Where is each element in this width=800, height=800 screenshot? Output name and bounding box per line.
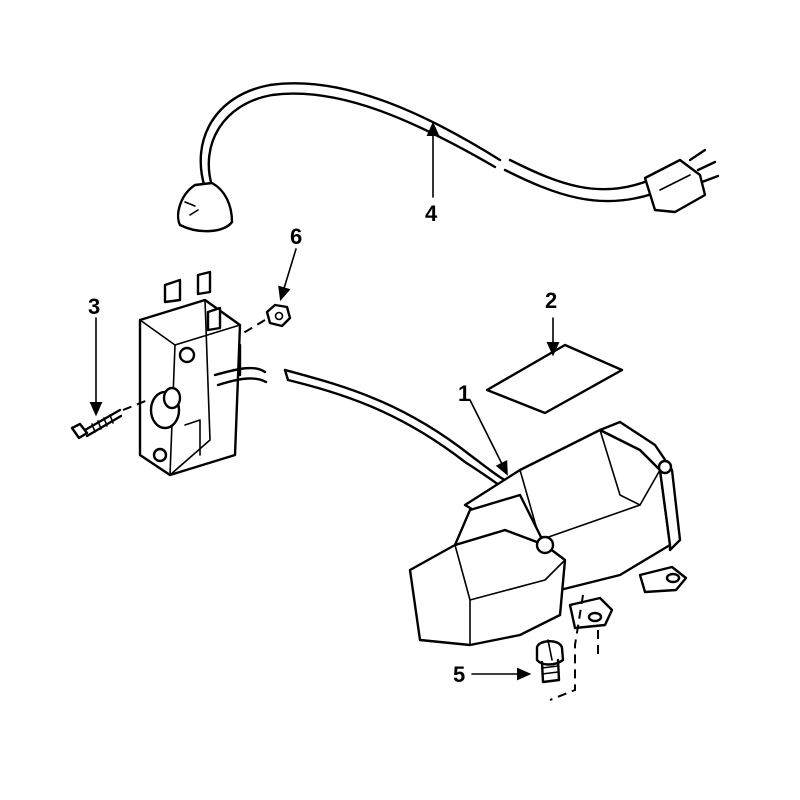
- leader-6: [278, 248, 297, 302]
- power-cord: [176, 82, 720, 233]
- callout-leaders: [89, 121, 560, 681]
- mounting-screw: [70, 399, 149, 440]
- hex-nut: [239, 303, 292, 336]
- callout-4: 4: [425, 201, 438, 226]
- callout-labels: 1 2 3 4 5 6: [88, 201, 557, 687]
- callout-6: 6: [290, 224, 302, 249]
- callout-1: 1: [458, 381, 470, 406]
- connecting-wire: [283, 368, 507, 488]
- leader-1: [469, 399, 508, 476]
- callout-2: 2: [545, 288, 557, 313]
- callout-5: 5: [453, 662, 465, 687]
- label-decal: [485, 343, 624, 415]
- starter-motor: [408, 420, 688, 647]
- callout-3: 3: [88, 294, 100, 319]
- switch-assembly: [138, 270, 268, 477]
- mounting-bolt: [535, 594, 599, 701]
